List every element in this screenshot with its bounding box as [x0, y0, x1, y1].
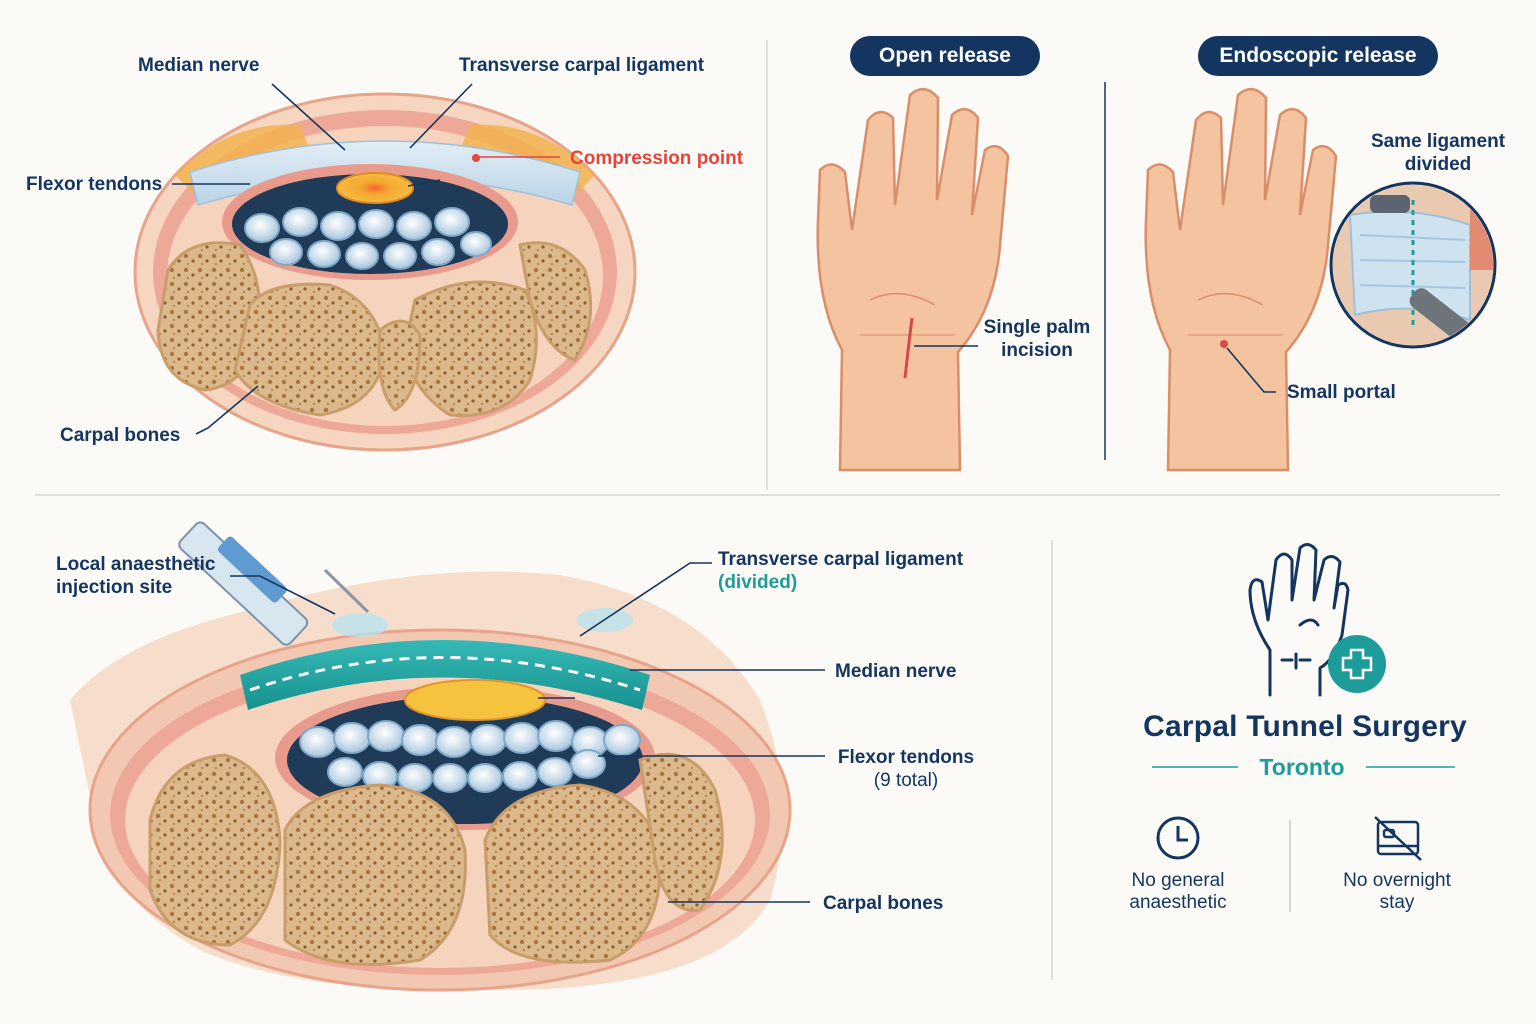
brand-hand-icon: [1248, 543, 1350, 697]
bottom-median-nerve: [404, 679, 546, 721]
bottom-label-carpal-bones: Carpal bones: [823, 893, 944, 914]
feature-1-line2: anaesthetic: [1129, 892, 1227, 913]
bed-crossed-icon: [1374, 816, 1422, 861]
open-release-hand: [816, 88, 1010, 472]
small-portal-label: Small portal: [1287, 382, 1396, 403]
incision-mark: [903, 317, 914, 379]
inset-caption-line2: divided: [1404, 154, 1472, 175]
feature-1-line1: No general: [1131, 870, 1225, 891]
bottom-ligament-state: (divided): [718, 572, 798, 593]
inset-caption: Same ligament divided: [1362, 130, 1514, 176]
feature-no-general-anaesthetic: No general anaesthetic: [1108, 870, 1248, 914]
brand-city: Toronto: [1259, 754, 1345, 780]
top-median-nerve: [336, 172, 414, 204]
bottom-flexor-name: Flexor tendons: [837, 747, 975, 768]
bottom-cross-section: [70, 521, 792, 992]
feature-2-line1: No overnight: [1343, 870, 1451, 891]
leader-lines: [172, 83, 1276, 903]
bottom-label-flexor-tendons: Flexor tendons (9 total): [833, 746, 979, 792]
inset-caption-line1: Same ligament: [1370, 131, 1506, 152]
injection-label-line1: Local anaesthetic: [56, 554, 216, 575]
top-label-ligament: Transverse carpal ligament: [459, 55, 705, 76]
top-label-compression-point: Compression point: [570, 148, 744, 169]
endoscopic-release-hand: [1144, 88, 1338, 472]
open-callout-line2: incision: [1001, 340, 1073, 361]
open-callout: Single palm incision: [975, 316, 1099, 362]
syringe-icon: [178, 521, 370, 646]
bottom-carpal-bones: [148, 752, 724, 966]
injection-label-line2: injection site: [56, 577, 173, 598]
portal-mark: [1220, 340, 1228, 348]
clock-icon: [1156, 816, 1200, 860]
injection-label: Local anaesthetic injection site: [56, 553, 215, 599]
section-dividers: [35, 40, 1500, 980]
top-cross-section: [133, 92, 637, 452]
top-label-median-nerve: Median nerve: [138, 55, 260, 76]
top-label-carpal-bones: Carpal bones: [60, 425, 181, 446]
bottom-label-median-nerve: Median nerve: [835, 661, 957, 682]
medical-cross-icon: [1328, 635, 1386, 693]
top-tendons: [244, 207, 492, 270]
bottom-label-ligament: Transverse carpal ligament (divided): [718, 548, 963, 594]
bottom-ligament-name: Transverse carpal ligament: [718, 549, 964, 570]
bottom-tendons: [299, 720, 641, 793]
top-carpal-bones: [156, 241, 593, 418]
feature-2-line2: stay: [1379, 892, 1415, 913]
open-callout-line1: Single palm: [983, 317, 1091, 338]
bottom-flexor-count: (9 total): [873, 770, 939, 791]
feature-no-overnight-stay: No overnight stay: [1322, 870, 1472, 914]
open-release-title: Open release: [850, 36, 1040, 76]
brand-title: Carpal Tunnel Surgery: [1143, 710, 1467, 743]
endoscopic-release-title: Endoscopic release: [1198, 36, 1438, 76]
top-label-flexor-tendons: Flexor tendons: [26, 174, 163, 195]
endoscope-inset: [1329, 181, 1497, 349]
